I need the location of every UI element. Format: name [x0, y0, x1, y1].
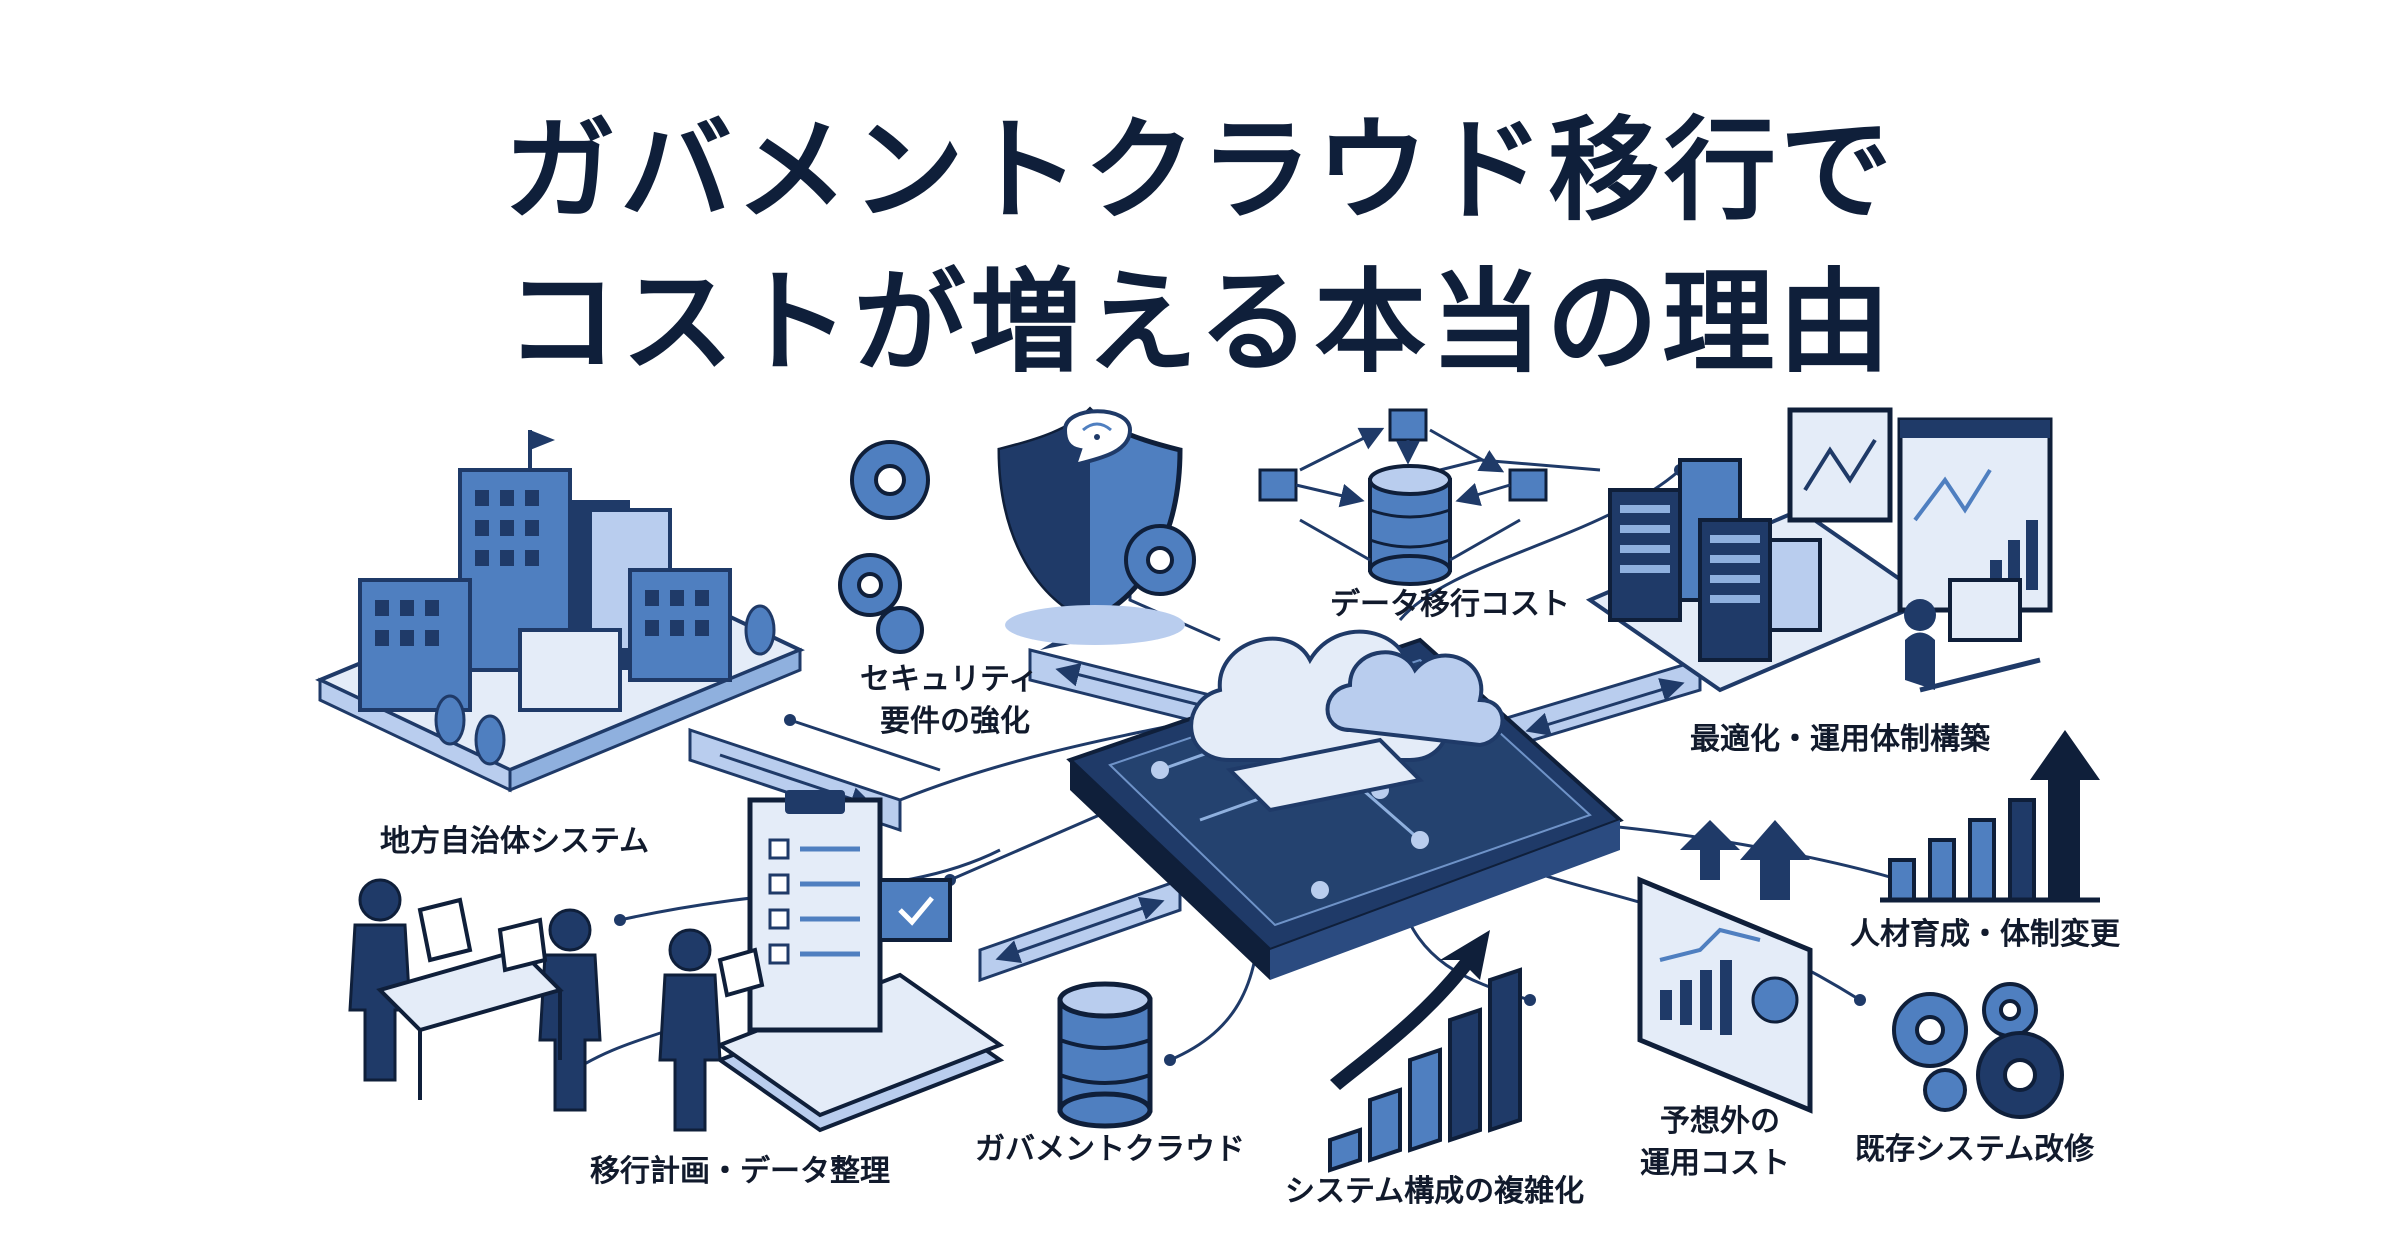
label-security-line-2: 要件の強化 [880, 704, 1030, 739]
title-line-2: コストが増える本当の理由 [505, 258, 1895, 388]
up-arrow-icon [2030, 730, 2100, 900]
wifi-bubble-icon [1062, 409, 1133, 469]
label-optimization: 最適化・運用体制構築 [1690, 722, 1990, 757]
cloud-icon [1189, 629, 1505, 813]
label-local-gov-system: 地方自治体システム [380, 824, 650, 859]
database-icon [1057, 981, 1153, 1129]
government-building-icon [315, 430, 805, 793]
label-hr-training: 人材育成・体制変更 [1850, 917, 2120, 952]
gear-icon [838, 440, 1196, 654]
label-system-complexity: システム構成の複雑化 [1285, 1174, 1585, 1209]
label-data-migration-cost: データ移行コスト [1330, 587, 1570, 622]
label-unexpected-line-2: 運用コスト [1640, 1146, 1790, 1181]
monitor-chart-icon [1787, 407, 2053, 693]
person-icon [348, 878, 722, 1132]
title-line-1: ガバメントクラウド移行で [504, 106, 1896, 236]
label-migration-plan: 移行計画・データ整理 [590, 1154, 890, 1189]
bar-chart-up-icon [1888, 768, 2076, 902]
network-node-icons [1258, 408, 1548, 502]
database-icon [1368, 464, 1452, 586]
meeting-table [376, 897, 765, 1100]
label-legacy-system-modification: 既存システム改修 [1855, 1132, 2095, 1167]
monitor-chart-icon [1637, 820, 1813, 1114]
label-gov-cloud: ガバメントクラウド [975, 1132, 1245, 1167]
gear-icon [1892, 982, 2064, 1119]
label-unexpected-line-1: 予想外の [1660, 1104, 1780, 1139]
clipboard-checklist-icon [715, 790, 1005, 1133]
server-rack-icon [1585, 458, 1935, 693]
bar-chart-up-icon [1328, 967, 1522, 1173]
trend-arrow-icon [1330, 930, 1490, 1090]
label-security-line-1: セキュリティ [860, 662, 1039, 697]
